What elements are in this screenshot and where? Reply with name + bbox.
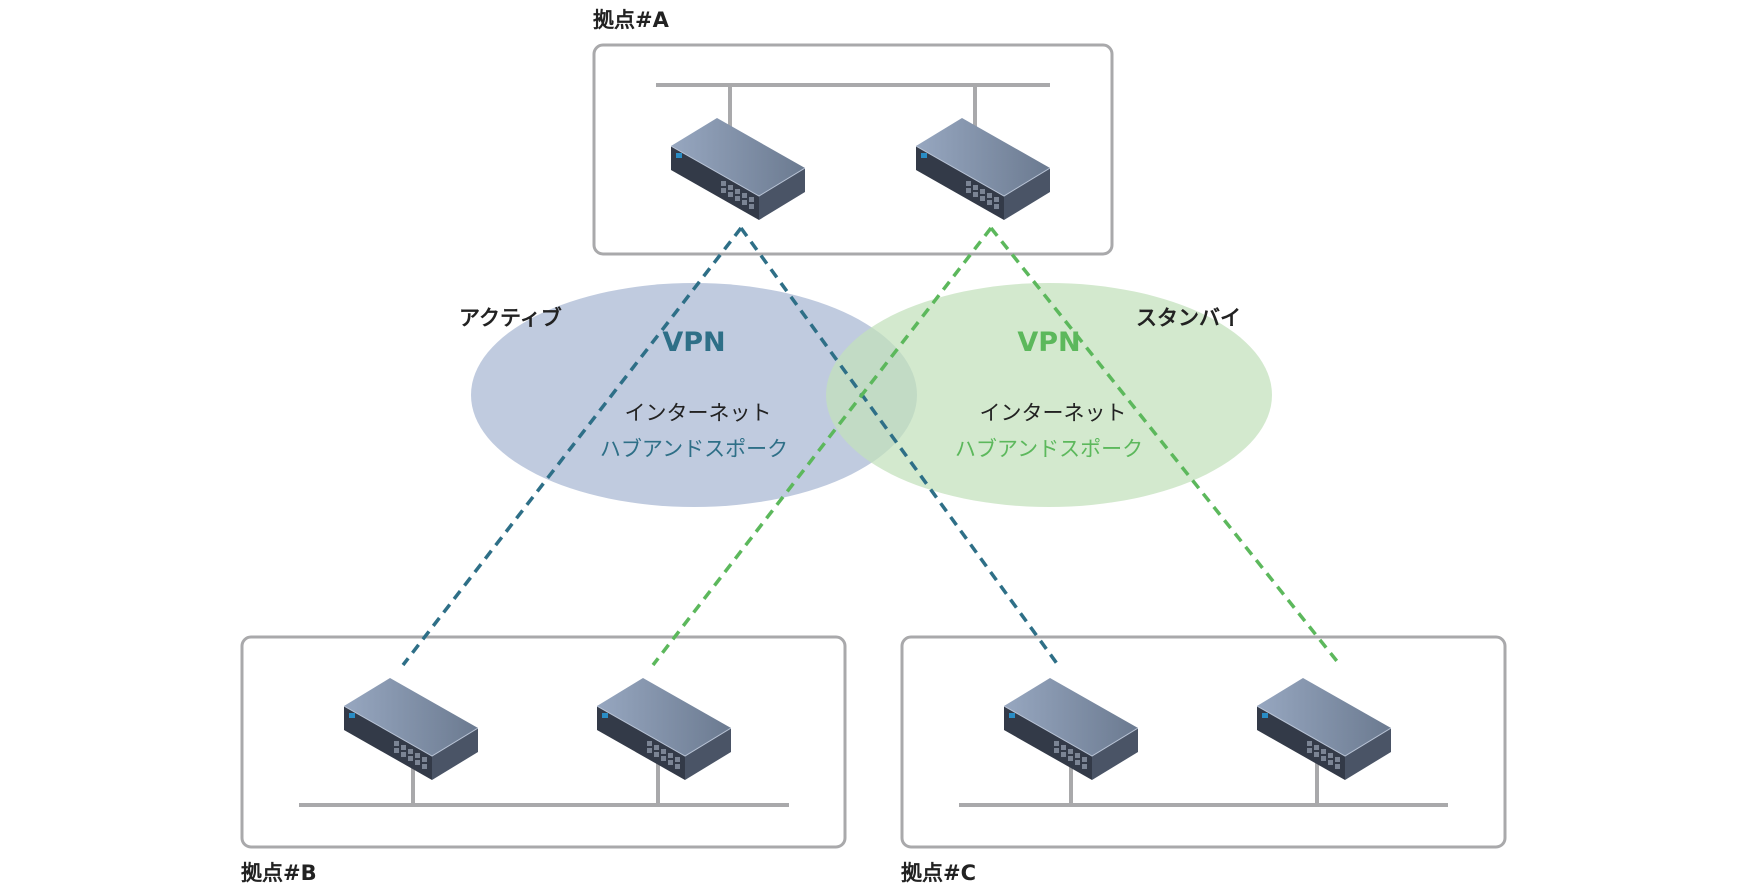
active-label: アクティブ (459, 306, 562, 330)
active-network-label: インターネット (625, 401, 772, 425)
site-c-switch-active-icon (1004, 678, 1138, 780)
standby-topology-label: ハブアンドスポーク (955, 437, 1143, 461)
site-b-box (240, 635, 847, 849)
site-c-switch-standby-icon (1257, 678, 1391, 780)
site-a-switch-active-icon (671, 118, 805, 220)
site-b-switch-standby-icon (597, 678, 731, 780)
active-vpn-label: VPN (662, 327, 725, 358)
standby-tunnel-a-c (989, 226, 1342, 667)
standby-label: スタンバイ (1136, 306, 1241, 330)
site-a-label: 拠点#A (593, 8, 670, 32)
site-c-box (900, 635, 1507, 849)
lan-lines (299, 83, 1448, 807)
active-topology-label: ハブアンドスポーク (600, 437, 788, 461)
active-vpn-cloud (471, 283, 917, 507)
site-a-switch-standby-icon (916, 118, 1050, 220)
standby-vpn-cloud (826, 283, 1272, 507)
standby-network-label: インターネット (980, 401, 1127, 425)
standby-tunnel-a-b (651, 226, 993, 667)
site-c-label: 拠点#C (901, 861, 976, 885)
site-a-box (592, 43, 1114, 256)
site-b-switch-active-icon (344, 678, 478, 780)
active-tunnel-a-c (739, 226, 1060, 667)
active-tunnel-a-b (401, 226, 743, 667)
site-b-label: 拠点#B (241, 861, 317, 885)
standby-vpn-label: VPN (1017, 327, 1080, 358)
